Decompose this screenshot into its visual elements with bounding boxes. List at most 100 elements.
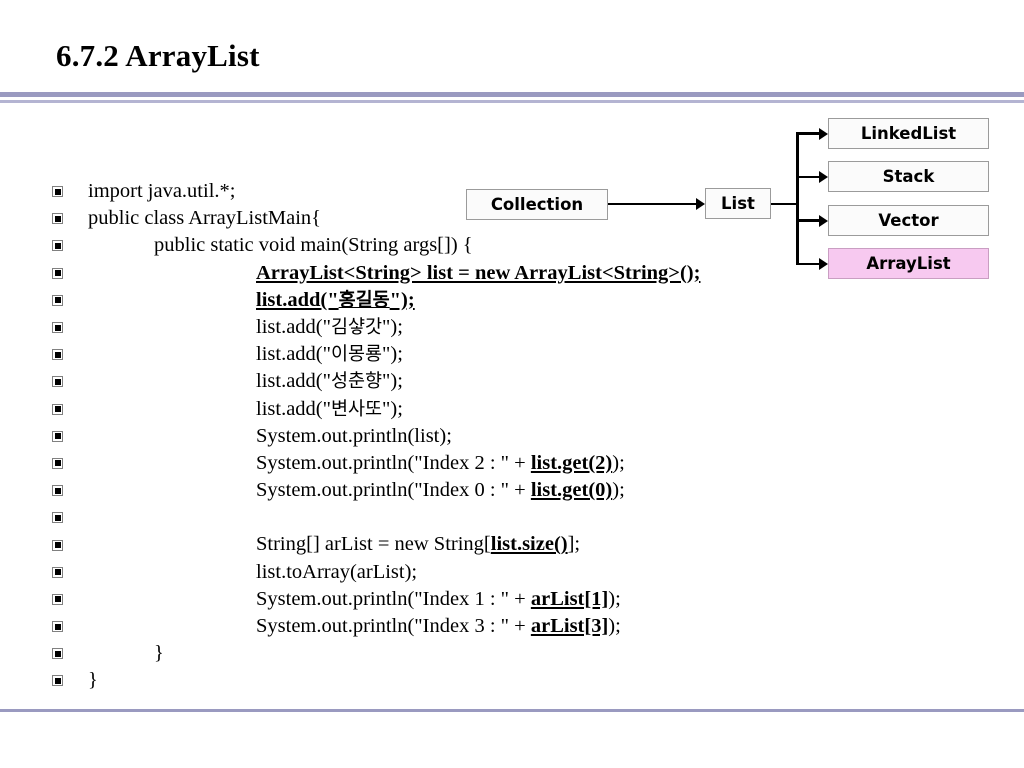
code-line-text: System.out.println("Index 1 : " + arList…	[74, 586, 621, 613]
code-segment: String[] arList = new String[	[256, 533, 491, 556]
square-bullet-icon	[52, 477, 74, 504]
code-line: list.add("변사또");	[52, 396, 822, 423]
code-segment: );	[608, 587, 621, 610]
footer-divider	[0, 709, 1024, 712]
square-bullet-icon	[52, 640, 74, 667]
code-segment: System.out.println(list);	[256, 424, 452, 447]
code-line-text: public static void main(String args[]) {	[74, 232, 473, 259]
code-segment: }	[88, 669, 98, 692]
code-line-text: list.add("변사또");	[74, 396, 403, 423]
header-divider-thick	[0, 92, 1024, 97]
code-segment: ");	[389, 288, 415, 311]
code-line: System.out.println(list);	[52, 423, 822, 450]
code-segment: ");	[382, 343, 403, 366]
code-segment: public static void main(String args[]) {	[154, 234, 473, 257]
code-segment: list.add("	[256, 370, 331, 393]
arrowhead-list-icon	[696, 197, 705, 210]
code-segment: 홍길동	[338, 289, 390, 311]
arrowhead-arraylist-icon	[819, 258, 828, 270]
square-bullet-glyph	[52, 430, 63, 442]
code-segment: ");	[382, 315, 403, 338]
square-bullet-glyph	[52, 457, 63, 469]
code-segment: );	[612, 451, 625, 474]
code-line-text: }	[74, 667, 98, 694]
square-bullet-glyph	[52, 566, 63, 578]
edge-branch-arraylist	[796, 262, 822, 265]
code-segment: 변사또	[330, 398, 383, 420]
code-segment: list.toArray(arList);	[256, 560, 418, 583]
node-collection[interactable]: Collection	[466, 189, 608, 220]
code-segment: ArrayList<String> list = new ArrayList<S…	[256, 261, 701, 284]
code-segment: ");	[382, 397, 403, 420]
code-line-text: list.add("홍길동");	[74, 287, 415, 314]
square-bullet-icon	[52, 450, 74, 477]
square-bullet-icon	[52, 314, 74, 341]
code-line: import java.util.*;	[52, 178, 822, 205]
code-segment: 이몽룡	[330, 344, 383, 366]
square-bullet-glyph	[52, 376, 63, 388]
code-segment: System.out.println("Index 3 : " +	[256, 615, 531, 637]
code-segment: arList[1]	[530, 587, 609, 610]
square-bullet-icon	[52, 260, 74, 287]
node-linkedlist[interactable]: LinkedList	[828, 118, 989, 149]
node-vector[interactable]: Vector	[828, 205, 989, 236]
code-segment: list.add("	[256, 315, 331, 338]
code-line: list.add("홍길동");	[52, 287, 822, 314]
code-segment: }	[154, 642, 164, 665]
code-line-text: System.out.println("Index 0 : " + list.g…	[74, 477, 625, 504]
square-bullet-glyph	[52, 403, 63, 415]
code-line-text: System.out.println("Index 2 : " + list.g…	[74, 450, 625, 477]
arrowhead-linkedlist-icon	[819, 127, 828, 140]
square-bullet-glyph	[52, 294, 63, 306]
code-line: System.out.println("Index 3 : " + arList…	[52, 613, 822, 640]
square-bullet-icon	[52, 531, 74, 558]
code-line: list.toArray(arList);	[52, 559, 822, 586]
code-line: ArrayList<String> list = new ArrayList<S…	[52, 260, 822, 287]
code-segment: list.add("	[256, 343, 331, 366]
code-segment: );	[612, 479, 625, 502]
code-segment: 김샿갓	[330, 316, 383, 338]
square-bullet-glyph	[52, 240, 63, 252]
square-bullet-glyph	[52, 539, 63, 551]
code-line-text: System.out.println("Index 3 : " + arList…	[74, 613, 621, 640]
code-segment: System.out.println("Index 1 : " +	[256, 587, 531, 610]
code-line-text: System.out.println(list);	[74, 423, 452, 450]
page-title: 6.7.2 ArrayList	[56, 38, 260, 73]
edge-branch-vector	[796, 219, 822, 222]
square-bullet-glyph	[52, 675, 63, 687]
square-bullet-glyph	[52, 267, 63, 279]
square-bullet-icon	[52, 368, 74, 395]
square-bullet-icon	[52, 613, 74, 640]
code-line-text: import java.util.*;	[74, 178, 235, 205]
square-bullet-icon	[52, 178, 74, 205]
code-line-text: list.add("성춘향");	[74, 368, 403, 395]
code-segment: ];	[567, 533, 581, 556]
code-line-text: ArrayList<String> list = new ArrayList<S…	[74, 260, 700, 287]
square-bullet-glyph	[52, 485, 63, 497]
code-segment: public class ArrayListMain{	[88, 207, 322, 230]
square-bullet-glyph	[52, 512, 63, 524]
node-list[interactable]: List	[705, 188, 771, 219]
collection-hierarchy-diagram: Collection List LinkedList Stack Vector …	[455, 105, 1015, 295]
node-stack[interactable]: Stack	[828, 161, 989, 192]
node-arraylist[interactable]: ArrayList	[828, 248, 989, 279]
code-line-text: String[] arList = new String[list.size()…	[74, 531, 580, 558]
square-bullet-glyph	[52, 621, 63, 633]
code-segment: list.add("	[256, 288, 339, 311]
code-line-text: list.add("김샿갓");	[74, 314, 403, 341]
header-divider-thin	[0, 100, 1024, 103]
header-divider-gap	[0, 97, 1024, 100]
arrowhead-stack-icon	[819, 171, 828, 183]
square-bullet-glyph	[52, 349, 63, 361]
square-bullet-icon	[52, 559, 74, 586]
code-line: list.add("성춘향");	[52, 368, 822, 395]
square-bullet-glyph	[52, 648, 63, 660]
square-bullet-glyph	[52, 186, 63, 198]
code-segment: list.add("	[256, 397, 331, 420]
square-bullet-icon	[52, 232, 74, 259]
code-line: System.out.println("Index 1 : " + arList…	[52, 586, 822, 613]
square-bullet-icon	[52, 205, 74, 232]
code-line	[52, 504, 822, 531]
code-line: public static void main(String args[]) {	[52, 232, 822, 259]
code-bullet-list: import java.util.*;public class ArrayLis…	[52, 178, 822, 695]
